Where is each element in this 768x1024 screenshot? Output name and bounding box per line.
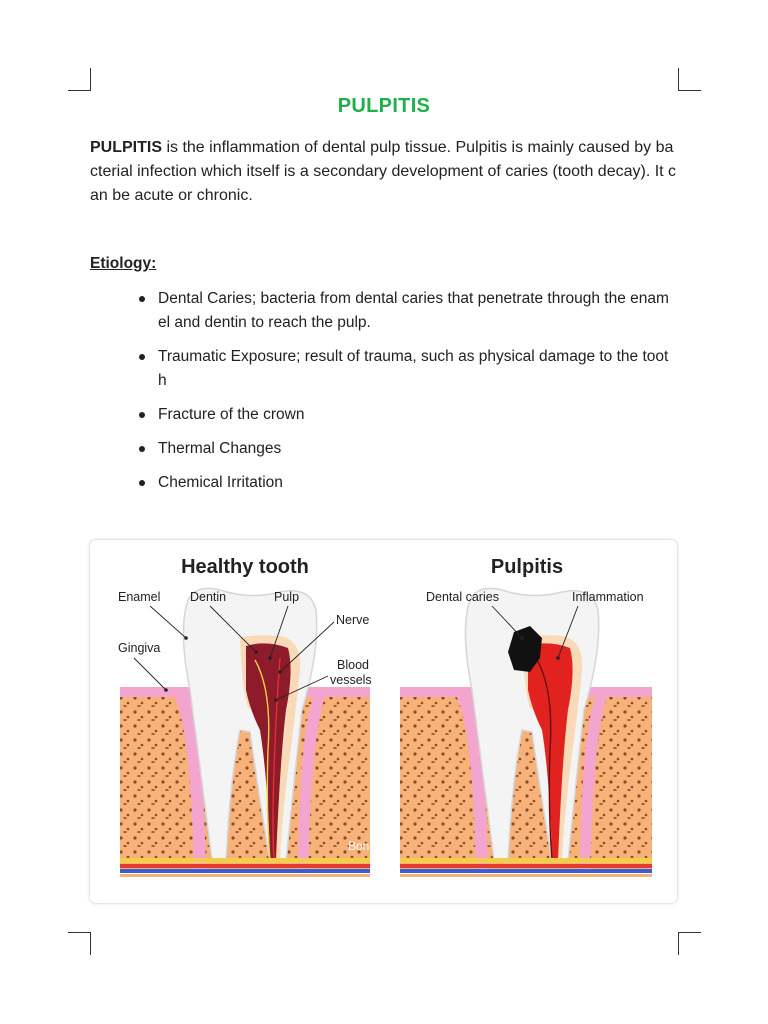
list-item: Thermal Changes: [139, 437, 674, 461]
pulpitis-title: Pulpitis: [491, 556, 563, 578]
label-dentin: Dentin: [190, 590, 226, 604]
label-vessels: vessels: [330, 673, 372, 687]
tooth-illustration: Healthy tooth Pulpitis Enamel Dentin Pul…: [90, 540, 677, 903]
label-bone: Bone: [348, 839, 376, 853]
list-item: Dental Caries; bacteria from dental cari…: [139, 287, 674, 335]
intro-bold-term: PULPITIS: [90, 139, 163, 156]
intro-text: is the inflammation of dental pulp tissu…: [90, 139, 677, 204]
etiology-list: Dental Caries; bacteria from dental cari…: [0, 287, 768, 505]
crop-mark-bottom-right: [678, 932, 701, 955]
list-item: Chemical Irritation: [139, 471, 674, 495]
crop-mark-top-left: [68, 68, 91, 91]
tooth-diagram: Healthy tooth Pulpitis Enamel Dentin Pul…: [118, 556, 652, 877]
intro-paragraph: PULPITIS is the inflammation of dental p…: [90, 136, 680, 208]
page-title: PULPITIS: [337, 95, 431, 117]
healthy-tooth-panel: [120, 587, 370, 877]
list-item: Fracture of the crown: [139, 403, 674, 427]
label-nerve: Nerve: [336, 613, 369, 627]
pulpitis-tooth-panel: [400, 587, 652, 877]
healthy-title: Healthy tooth: [181, 556, 309, 578]
label-inflammation: Inflammation: [572, 590, 644, 604]
label-gingiva: Gingiva: [118, 641, 160, 655]
etiology-heading: Etiology:: [90, 255, 157, 272]
crop-mark-bottom-left: [68, 932, 91, 955]
caries-lesion: [508, 626, 542, 672]
list-item: Traumatic Exposure; result of trauma, su…: [139, 345, 674, 393]
crop-mark-top-right: [678, 68, 701, 91]
label-pulp: Pulp: [274, 590, 299, 604]
label-blood: Blood: [337, 658, 369, 672]
label-enamel: Enamel: [118, 590, 160, 604]
label-dental-caries: Dental caries: [426, 590, 499, 604]
